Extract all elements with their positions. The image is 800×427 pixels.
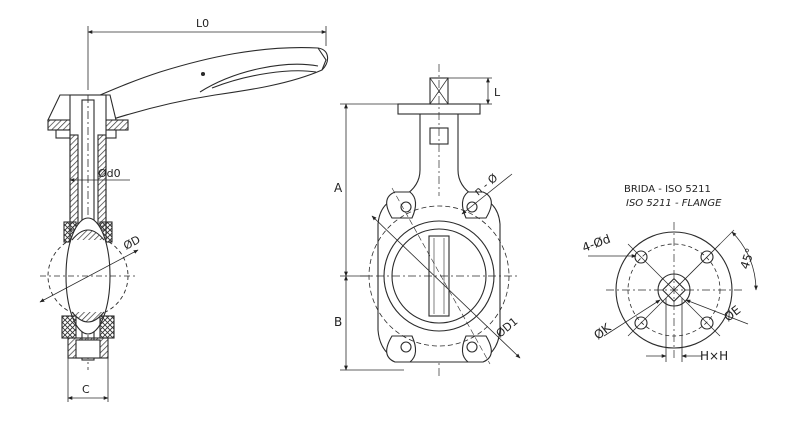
l0-dimension [87, 26, 327, 90]
hxh-label: H×H [700, 349, 728, 363]
lever-handle [57, 47, 329, 121]
d-leader [39, 249, 139, 303]
side-section-view [40, 47, 329, 370]
a-label: A [334, 181, 343, 195]
e-leader [685, 299, 749, 325]
four-d-label: 4-Ød [580, 232, 612, 255]
c-label: C [82, 383, 90, 396]
d0-label: Ød0 [98, 167, 121, 180]
l0-label: L0 [196, 17, 209, 30]
b-label: B [334, 315, 342, 329]
c-dimension [67, 358, 109, 402]
n-phi-leader [461, 173, 513, 215]
hxh-dimension [646, 298, 702, 362]
ab-dimensions [340, 103, 404, 371]
k-leader [603, 299, 661, 337]
flange-note: ISO 5211 - FLANGE [626, 198, 722, 209]
angle-label: 45° [738, 246, 758, 271]
d1-leader [371, 215, 521, 359]
k-label: ØK [591, 320, 614, 342]
l-dimension [448, 77, 492, 105]
brida-note: BRIDA - ISO 5211 [624, 184, 711, 195]
l-label: L [494, 86, 501, 99]
angle-arc [673, 229, 758, 291]
d-label: ØD [121, 233, 142, 253]
